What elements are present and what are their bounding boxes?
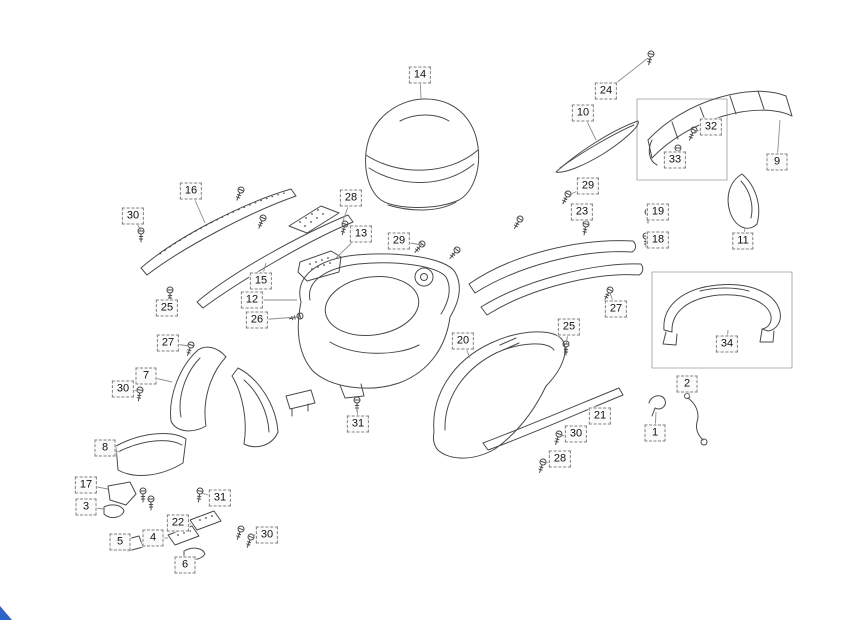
part-callout-30[interactable]: 30 xyxy=(255,526,279,544)
part-callout-7[interactable]: 7 xyxy=(135,367,157,385)
part-storage-bucket xyxy=(297,253,460,399)
part-vent-plate xyxy=(297,250,342,282)
part-callout-22[interactable]: 22 xyxy=(166,514,190,532)
part-side-molding-lower xyxy=(196,214,354,309)
part-callout-28[interactable]: 28 xyxy=(339,189,363,207)
part-spoiler xyxy=(555,120,639,173)
part-callout-8[interactable]: 8 xyxy=(94,439,116,457)
part-callout-15[interactable]: 15 xyxy=(249,272,273,290)
part-callout-27[interactable]: 27 xyxy=(156,334,180,352)
part-grille xyxy=(288,205,340,234)
part-callout-31[interactable]: 31 xyxy=(208,489,232,507)
part-side-cover xyxy=(727,173,760,229)
part-callout-30[interactable]: 30 xyxy=(564,425,588,443)
part-callout-25[interactable]: 25 xyxy=(557,318,581,336)
part-callout-13[interactable]: 13 xyxy=(349,225,373,243)
part-callout-26[interactable]: 26 xyxy=(245,311,269,329)
part-front-pillar xyxy=(170,346,227,432)
part-top-case xyxy=(365,98,480,211)
part-rear-rack xyxy=(636,90,793,181)
part-callout-23[interactable]: 23 xyxy=(570,203,594,221)
part-callout-31[interactable]: 31 xyxy=(346,415,370,433)
part-hook xyxy=(648,395,666,417)
part-bracket-box xyxy=(285,389,316,417)
corner-watermark xyxy=(0,606,12,620)
part-callout-25[interactable]: 25 xyxy=(155,299,179,317)
part-callout-1[interactable]: 1 xyxy=(644,424,666,442)
part-callout-9[interactable]: 9 xyxy=(766,153,788,171)
part-callout-10[interactable]: 10 xyxy=(571,104,595,122)
part-callout-24[interactable]: 24 xyxy=(594,82,618,100)
part-grab-rail xyxy=(651,271,793,369)
part-callout-14[interactable]: 14 xyxy=(408,66,432,84)
part-callout-17[interactable]: 17 xyxy=(74,476,98,494)
part-callout-32[interactable]: 32 xyxy=(699,118,723,136)
part-callout-16[interactable]: 16 xyxy=(179,182,203,200)
part-side-molding-upper xyxy=(140,188,297,276)
part-callout-33[interactable]: 33 xyxy=(663,151,687,169)
part-callout-34[interactable]: 34 xyxy=(715,335,739,353)
part-callout-3[interactable]: 3 xyxy=(75,498,97,516)
part-callout-29[interactable]: 29 xyxy=(387,232,411,250)
part-callout-28[interactable]: 28 xyxy=(548,450,572,468)
part-lower-trim xyxy=(482,387,624,451)
part-callout-30[interactable]: 30 xyxy=(121,207,145,225)
part-callout-19[interactable]: 19 xyxy=(646,203,670,221)
part-lower-panel xyxy=(115,433,187,476)
part-callout-4[interactable]: 4 xyxy=(142,529,164,547)
part-callout-27[interactable]: 27 xyxy=(604,300,628,318)
part-callout-6[interactable]: 6 xyxy=(174,556,196,574)
part-callout-21[interactable]: 21 xyxy=(588,407,612,425)
part-callout-30[interactable]: 30 xyxy=(111,380,135,398)
part-small-bracket-17 xyxy=(107,481,137,506)
part-small-22 xyxy=(189,510,222,531)
part-callout-18[interactable]: 18 xyxy=(646,231,670,249)
part-callout-5[interactable]: 5 xyxy=(109,533,131,551)
part-callout-11[interactable]: 11 xyxy=(732,232,754,250)
part-callout-29[interactable]: 29 xyxy=(576,177,600,195)
part-inner-shield xyxy=(231,367,279,448)
part-rear-fairing xyxy=(432,331,566,459)
part-callout-2[interactable]: 2 xyxy=(676,375,698,393)
part-callout-12[interactable]: 12 xyxy=(240,291,264,309)
part-callout-20[interactable]: 20 xyxy=(451,332,475,350)
part-seat-frame-trim xyxy=(468,240,644,316)
part-small-3 xyxy=(103,504,125,519)
